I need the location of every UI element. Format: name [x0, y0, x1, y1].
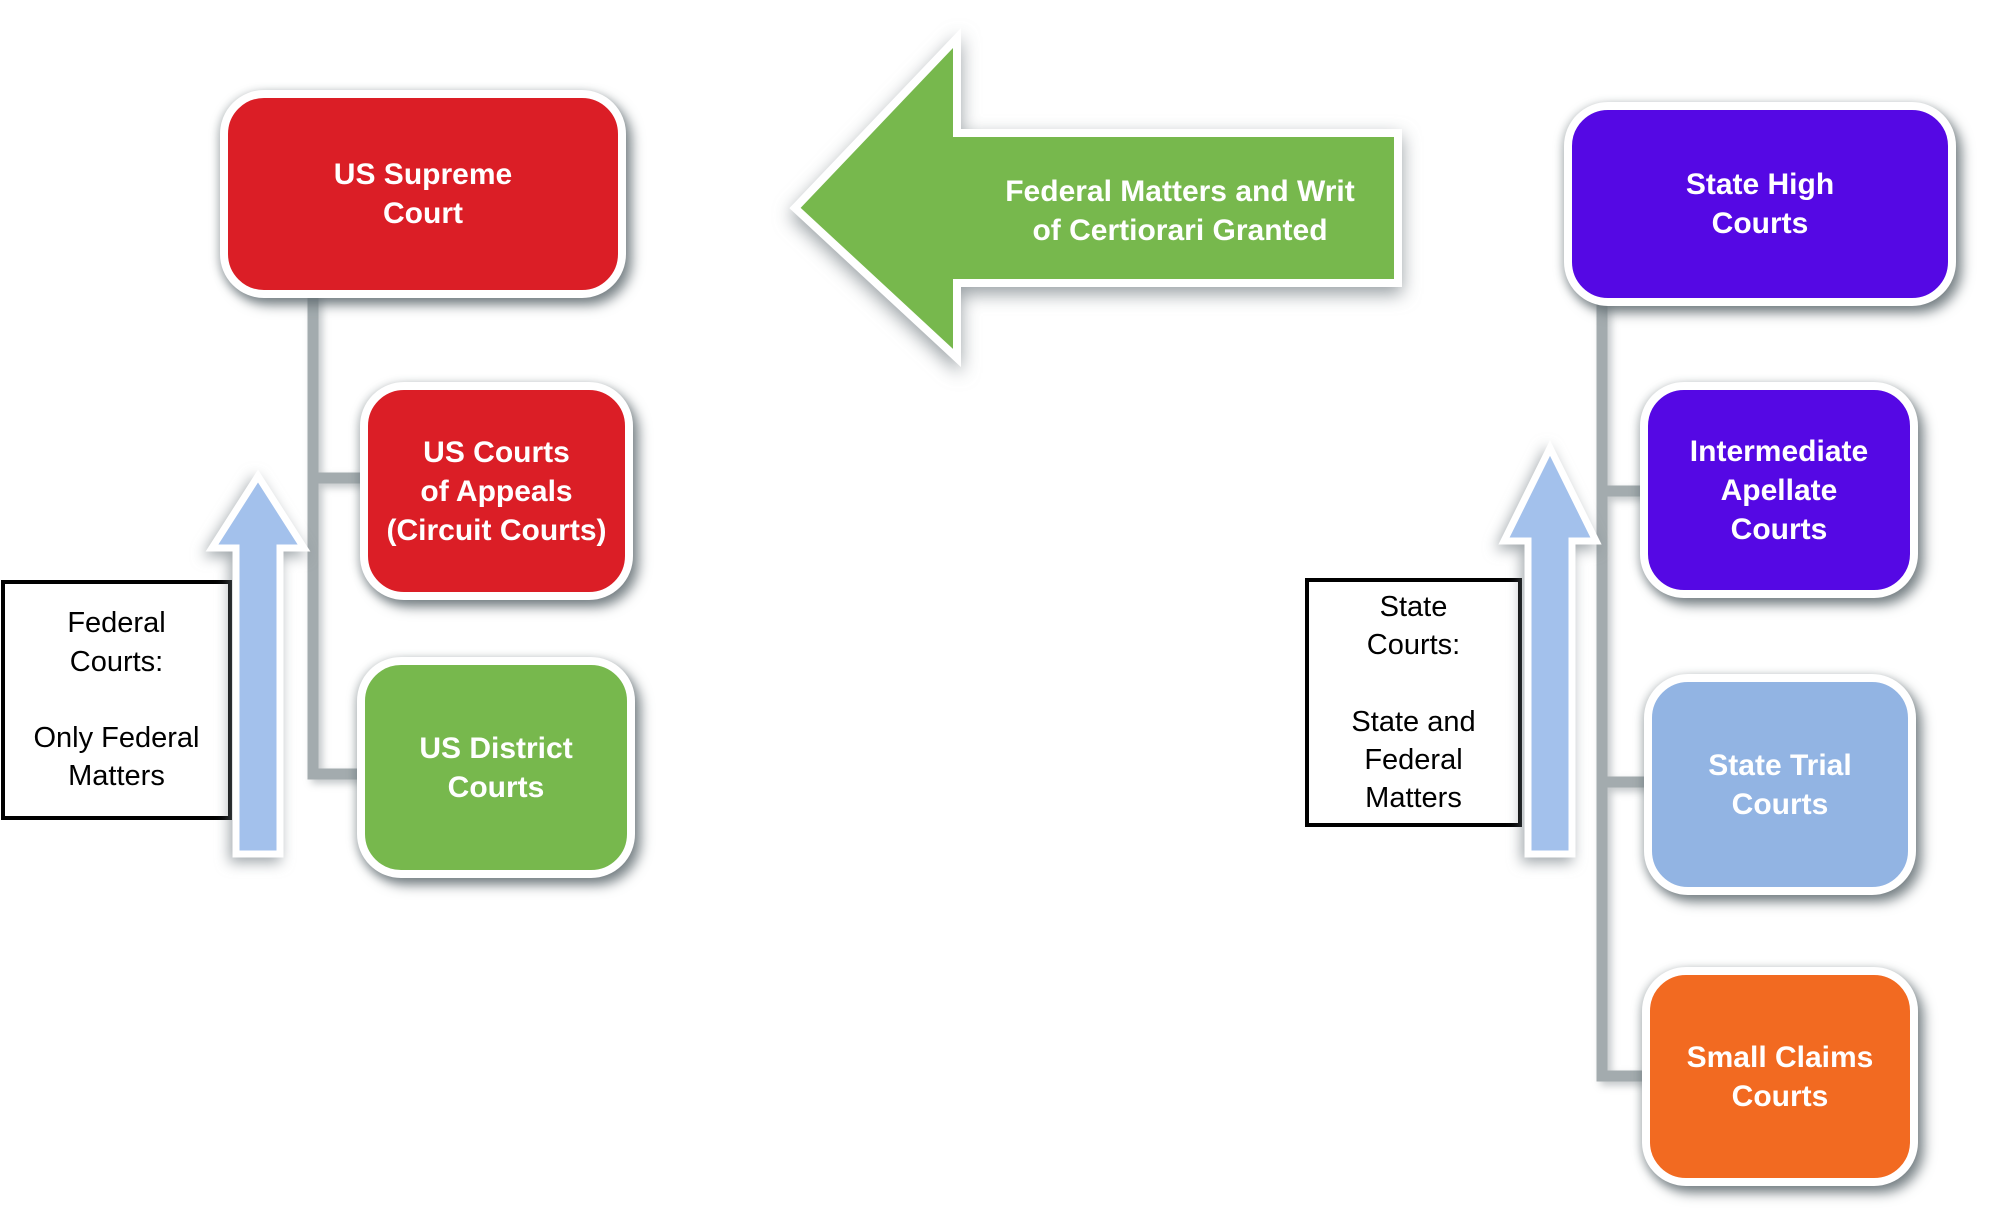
- small-claims-courts-box: Small Claims Courts: [1642, 967, 1918, 1186]
- us-supreme-court-label: US Supreme Court: [333, 158, 513, 230]
- state-courts-label-text: State Courts: State and Federal Matters: [1351, 590, 1476, 815]
- intermediate-appellate-courts-box: Intermediate Apellate Courts: [1640, 382, 1918, 598]
- certiorari-arrow-caption: Federal Matters and Writ of Certiorari G…: [960, 143, 1400, 279]
- federal-appeal-up-arrow: [205, 469, 311, 858]
- state-courts-label: State Courts: State and Federal Matters: [1305, 578, 1522, 827]
- us-district-courts-box: US District Courts: [357, 657, 635, 878]
- us-supreme-court-box: US Supreme Court: [220, 90, 626, 298]
- state-trial-courts-box: State Trial Courts: [1644, 674, 1916, 895]
- us-courts-of-appeals-label: US Courts of Appeals (Circuit Courts): [386, 435, 607, 547]
- federal-courts-label: Federal Courts: Only Federal Matters: [1, 580, 232, 820]
- state-high-courts-label: State High Courts: [1685, 168, 1835, 240]
- small-claims-courts-label: Small Claims Courts: [1686, 1040, 1874, 1113]
- intermediate-appellate-courts-label: Intermediate Apellate Courts: [1689, 434, 1869, 546]
- state-appeal-up-arrow: [1498, 440, 1602, 858]
- state-trial-courts-label: State Trial Courts: [1708, 748, 1852, 821]
- state-high-courts-box: State High Courts: [1564, 102, 1956, 306]
- certiorari-arrow-caption-text: Federal Matters and Writ of Certiorari G…: [1005, 175, 1355, 247]
- us-courts-of-appeals-box: US Courts of Appeals (Circuit Courts): [360, 382, 633, 600]
- federal-courts-label-text: Federal Courts: Only Federal Matters: [33, 607, 200, 793]
- us-district-courts-label: US District Courts: [419, 731, 573, 804]
- certiorari-left-arrow: [789, 28, 1402, 368]
